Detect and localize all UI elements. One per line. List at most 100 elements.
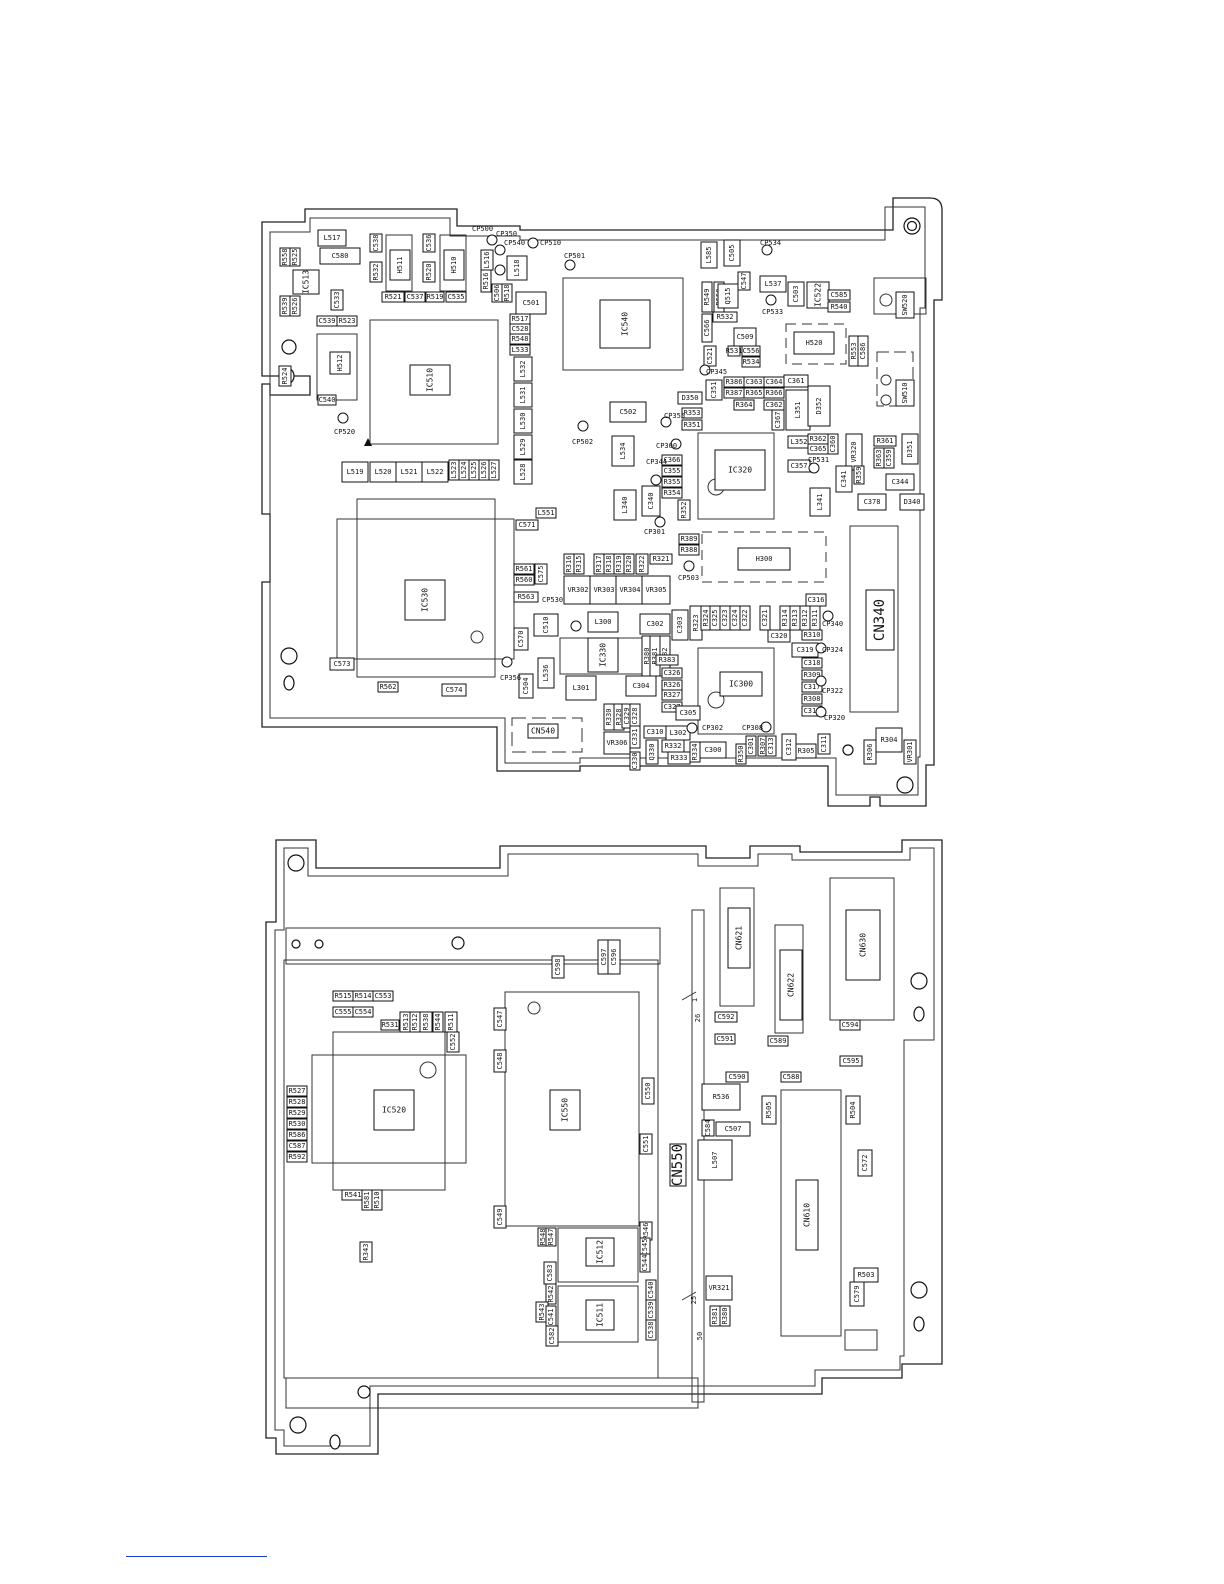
component-box: [839, 1055, 863, 1067]
top-part-d351: D351: [901, 433, 919, 465]
top-part-c313: C313: [765, 735, 777, 757]
component-box: [655, 654, 679, 666]
component-box: [611, 435, 635, 467]
component-box: [625, 675, 657, 697]
testpoint-circle: [337, 412, 349, 424]
footer-link-underline: [126, 1556, 267, 1557]
component-label: C572: [861, 1155, 869, 1172]
top-part-r558: R558: [279, 247, 291, 267]
component-label: R334: [691, 744, 699, 761]
component-box: [771, 409, 785, 431]
top-part-c320: C320: [767, 629, 791, 643]
component-box: [678, 533, 700, 545]
top-part-c341: C341: [835, 465, 853, 493]
top-part-c330: C330: [629, 751, 641, 771]
component-box: [286, 1096, 308, 1108]
top-part-r366: R366: [763, 387, 785, 399]
testpoint-label: CP530: [542, 596, 563, 604]
component-box: [661, 487, 683, 499]
component-box: [705, 1275, 733, 1301]
top-part-r517: R517: [509, 313, 531, 325]
component-box: [714, 1033, 736, 1045]
component-box: [336, 315, 358, 327]
top-part-c311: C311: [817, 733, 831, 755]
component-box: [371, 1189, 383, 1211]
component-label: R320: [625, 556, 633, 573]
component-label: VR321: [708, 1284, 729, 1292]
bottom-hole-a: [291, 939, 301, 949]
component-box: [422, 233, 436, 253]
component-box: [359, 1241, 373, 1263]
component-label: C302: [647, 620, 664, 628]
component-label: R526: [291, 298, 299, 315]
top-part-r359: R359: [853, 465, 865, 485]
bottom-part-ic511: IC511: [585, 1299, 615, 1331]
bottom-top-rail: [285, 927, 661, 965]
component-label: R513: [402, 1014, 410, 1031]
component-label: R562: [380, 683, 397, 691]
testpoint-circle: [527, 237, 539, 249]
component-box: [733, 399, 755, 411]
top-part-c367: C367: [771, 409, 785, 431]
component-box: [589, 575, 619, 605]
ic320-outline: [697, 432, 775, 520]
component-label: R534: [743, 358, 760, 366]
testpoint-label: CP322: [822, 687, 843, 695]
top-part-c344: C344: [885, 473, 915, 491]
top-part-r523: R523: [336, 315, 358, 327]
bottom-part-c541: C541: [545, 1305, 557, 1329]
component-label: VR302: [567, 586, 588, 594]
bottom-part-r503: R503: [853, 1267, 879, 1283]
component-label: R528: [289, 1098, 306, 1106]
component-label: IC540: [621, 312, 630, 336]
component-box: [289, 247, 301, 267]
component-label: C360: [829, 436, 837, 453]
slot-hole-bottom-left: [283, 675, 295, 691]
testpoint-cp345: CP345: [699, 364, 727, 376]
component-label: R314: [781, 610, 789, 627]
component-box: [681, 407, 703, 419]
component-label: D350: [682, 394, 699, 402]
testpoint-cp510: CP510: [527, 237, 561, 249]
testpoint-circle: [577, 420, 589, 432]
component-label: L340: [621, 497, 629, 514]
top-part-c538: C538: [369, 233, 383, 253]
component-label: R519: [427, 293, 444, 301]
component-box: [527, 723, 559, 739]
component-label: R359: [855, 467, 863, 484]
top-part-c378: C378: [857, 493, 887, 511]
component-label: C566: [703, 320, 711, 337]
top-part-c310: C310: [643, 725, 667, 739]
component-label: SW520: [901, 294, 909, 315]
component-box: [727, 907, 751, 969]
component-box: [705, 379, 723, 401]
bottom-part-c589: C589: [767, 1035, 789, 1047]
component-label: H300: [756, 555, 773, 563]
top-part-r363: R363: [873, 447, 885, 469]
component-label: R352: [680, 502, 688, 519]
top-part-r305: R305: [795, 743, 817, 759]
component-label: R319: [615, 556, 623, 573]
top-part-l533: L533: [509, 344, 531, 356]
component-box: [317, 394, 337, 406]
bottom-mount-hole-top-left: [287, 854, 305, 872]
component-label: R548: [539, 1229, 547, 1246]
top-part-c528: C528: [509, 323, 531, 335]
component-box: [714, 449, 766, 491]
component-label: C538: [647, 1322, 655, 1339]
bottom-part-cn621: CN621: [727, 907, 751, 969]
top-part-r548: R548: [509, 333, 531, 345]
component-label: R330: [605, 709, 613, 726]
component-label: L516: [483, 252, 491, 269]
top-part-ic513: IC513: [292, 269, 320, 295]
component-label: C315: [804, 707, 821, 715]
top-part-ic330: IC330: [587, 637, 619, 673]
top-part-r387: R387: [723, 387, 745, 399]
component-box: [885, 473, 915, 491]
top-part-r383: R383: [655, 654, 679, 666]
component-box: [700, 241, 718, 269]
component-label: C545: [641, 1239, 649, 1256]
testpoint-label: CP324: [822, 646, 843, 654]
component-box: [701, 1083, 741, 1111]
testpoint-cp301: CP301: [644, 516, 666, 536]
